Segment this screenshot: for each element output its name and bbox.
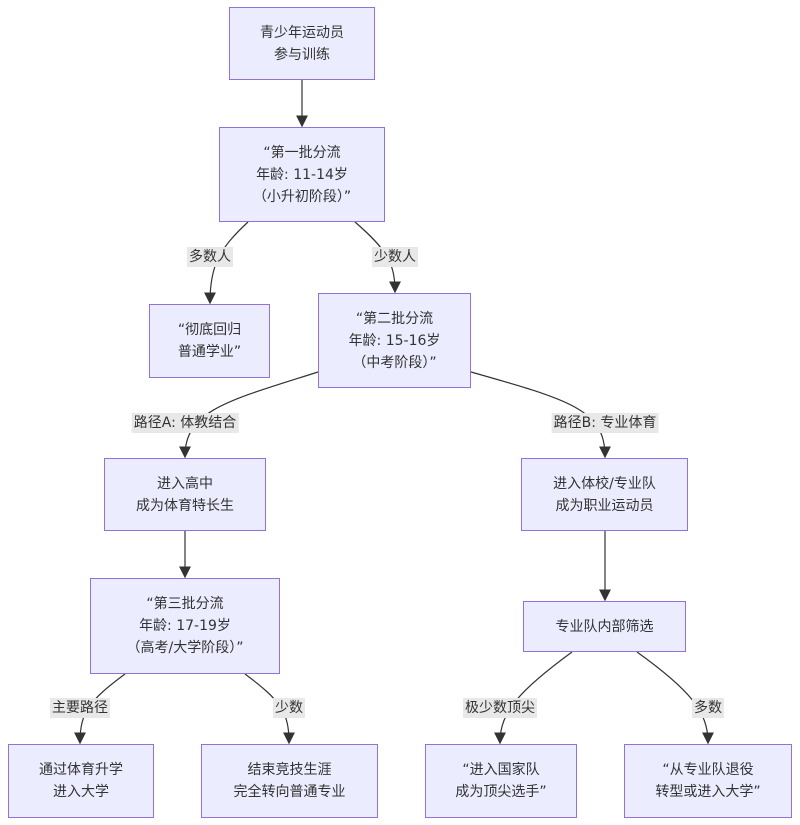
node-text: “彻底回归 [177, 322, 242, 338]
edge-label-majority: 多数人 [187, 247, 233, 267]
node-third-split: “第三批分流年龄: 17-19岁 （高考/大学阶段）” [90, 578, 280, 674]
node-text: “从专业队退役 [662, 762, 754, 778]
node-text: （高考/大学阶段）” [126, 640, 244, 656]
edge-screening-national [494, 651, 573, 745]
node-text: 进入高中 [157, 475, 213, 492]
node-text: 年龄: 15-16岁 [348, 332, 441, 349]
node-text: 通过体育升学 [39, 762, 123, 778]
node-text: 普通学业” [177, 344, 242, 360]
node-text: “第一批分流 [263, 144, 341, 161]
node-text: 成为体育特长生 [136, 497, 234, 514]
node-text: （中考阶段）” [352, 354, 437, 371]
node-text: 参与训练 [274, 46, 330, 63]
edge-label-many: 多数 [692, 698, 724, 718]
node-second-split: “第二批分流年龄: 15-16岁 （中考阶段）” [318, 293, 471, 388]
node-sports-school: 进入体校/专业队成为职业运动员 [521, 458, 688, 531]
node-return-school: “彻底回归普通学业” [149, 304, 270, 378]
node-high-school: 进入高中成为体育特长生 [104, 458, 266, 531]
node-text: “第三批分流 [146, 596, 224, 612]
edge-screening-retire [636, 651, 714, 745]
node-text: 青少年运动员 [260, 24, 344, 41]
node-university: 通过体育升学进入大学 [8, 744, 154, 818]
node-text: 转型或进入大学” [655, 784, 761, 800]
node-text: 年龄: 17-19岁 [139, 618, 231, 634]
node-start: 青少年运动员参与训练 [229, 7, 375, 80]
edge-second-sportsschool [470, 371, 611, 459]
node-team-screening: 专业队内部筛选 [523, 601, 686, 652]
edge-label-path-a: 路径A: 体教结合 [131, 413, 239, 433]
node-text: 进入大学 [53, 784, 109, 800]
node-text: 进入体校/专业队 [553, 475, 656, 492]
node-national-team: “进入国家队成为顶尖选手” [425, 744, 577, 818]
node-text: “进入国家队 [462, 762, 540, 778]
node-text: 成为职业运动员 [555, 497, 654, 514]
node-text: 结束竞技生涯 [247, 762, 332, 778]
node-retire: “从专业队退役转型或进入大学” [624, 744, 792, 818]
node-text: “第二批分流 [355, 310, 434, 327]
node-text: （小升初阶段）” [252, 188, 352, 205]
edge-label-main-path: 主要路径 [50, 698, 110, 718]
node-end-career: 结束竞技生涯完全转向普通专业 [201, 744, 378, 818]
edge-label-minority: 少数人 [372, 247, 418, 267]
node-first-split: “第一批分流年龄: 11-14岁 （小升初阶段）” [219, 127, 385, 222]
edge-second-highschool [179, 371, 319, 459]
node-text: 专业队内部筛选 [555, 618, 654, 635]
node-text: 年龄: 11-14岁 [256, 166, 348, 183]
edge-label-path-b: 路径B: 专业体育 [551, 413, 659, 433]
node-text: 完全转向普通专业 [233, 784, 346, 800]
edge-label-very-few-top: 极少数顶尖 [463, 698, 537, 718]
edge-label-few: 少数 [273, 698, 305, 718]
node-text: 成为顶尖选手” [455, 784, 547, 800]
